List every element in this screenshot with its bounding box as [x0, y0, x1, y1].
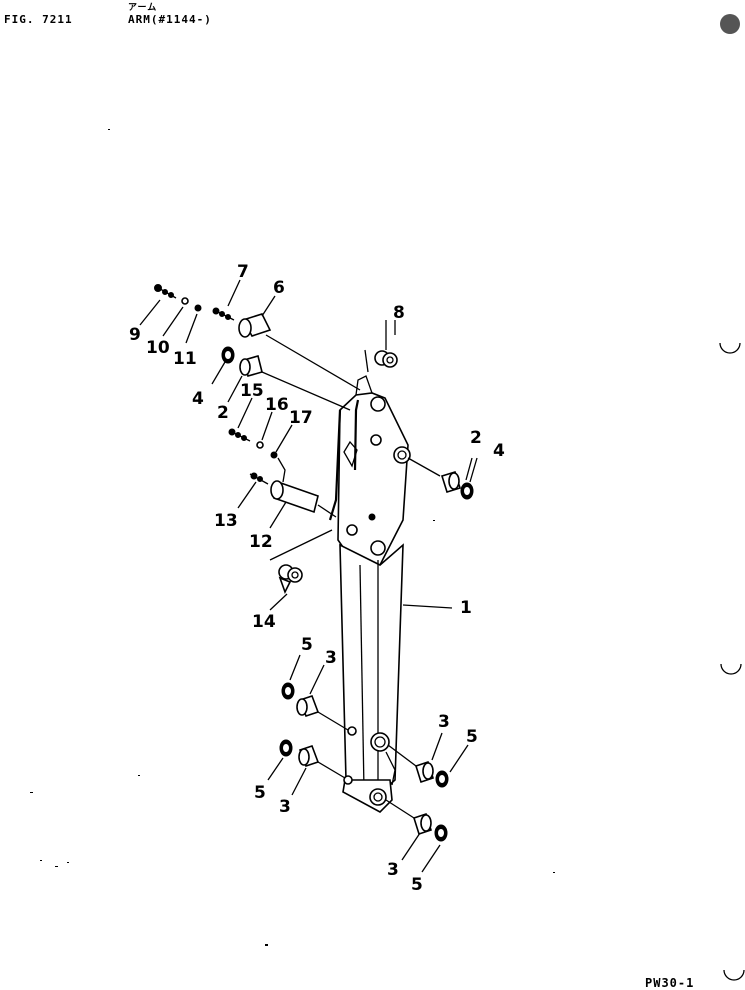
part-5-seal-right-b: [434, 824, 448, 842]
part-9-bolt: [154, 284, 177, 299]
part-6-pin: [238, 313, 272, 338]
part-2-bushing-right: [440, 471, 462, 493]
part-5-seal-left-b: [279, 739, 293, 757]
callout-5-right-a: 5: [466, 727, 478, 747]
callout-15: 15: [240, 381, 264, 401]
part-10-washer: [181, 297, 189, 305]
scan-specks: [30, 129, 555, 946]
part-5-seal-left-a: [281, 682, 295, 700]
part-4-seal-left: [221, 346, 235, 364]
callout-3-right-a: 3: [438, 712, 450, 732]
part-2-bushing-left: [239, 355, 263, 377]
figure-title: ARM(#1144-): [128, 13, 212, 26]
callout-4-right: 4: [493, 441, 505, 461]
part-4-seal-right: [460, 482, 474, 500]
callout-6: 6: [273, 278, 285, 298]
callout-17: 17: [289, 408, 313, 428]
callout-13: 13: [214, 511, 238, 531]
callout-16: 16: [265, 395, 289, 415]
part-11-ring: [194, 304, 202, 312]
callout-4-left: 4: [192, 389, 204, 409]
callout-14: 14: [252, 612, 276, 632]
part-14-lubricator: [278, 564, 303, 595]
callout-3-left-a: 3: [325, 648, 337, 668]
callout-3-right-b: 3: [387, 860, 399, 880]
leader-lines: [139, 279, 478, 873]
callout-12: 12: [249, 532, 273, 552]
callout-2-right: 2: [470, 428, 482, 448]
callout-10: 10: [146, 338, 170, 358]
japanese-title: アーム: [128, 3, 158, 13]
callout-numbers: 1 2 2 3 3 3 3 4 4 5 5 5 5 6 7 8 9 10 11 …: [129, 262, 505, 895]
part-3-bushing-left-b: [298, 744, 320, 768]
callout-11: 11: [173, 349, 197, 369]
callout-3-left-b: 3: [279, 797, 291, 817]
callout-9: 9: [129, 325, 141, 345]
callout-5-left-a: 5: [301, 635, 313, 655]
part-8-lubricator: [364, 320, 398, 373]
ink-blot-icon: [720, 14, 740, 34]
part-5-seal-right-a: [435, 770, 449, 788]
part-15-bolt: [228, 428, 251, 442]
punch-hole-icon: [720, 663, 742, 675]
part-16-washer: [256, 441, 264, 449]
figure-label: FIG. 7211: [4, 13, 73, 26]
callout-7: 7: [237, 262, 249, 282]
assembly-lines: [261, 334, 441, 819]
part-3-bushing-right-b: [413, 812, 432, 836]
punch-hole-icon: [719, 342, 741, 354]
part-3-bushing-left-a: [296, 694, 320, 718]
callout-5-right-b: 5: [411, 875, 423, 895]
footer-code: PW30-1: [645, 976, 695, 990]
part-13-bolt: [249, 472, 269, 485]
callout-8: 8: [393, 303, 405, 323]
part-7-bolt: [212, 307, 235, 321]
callout-1: 1: [460, 598, 472, 618]
part-12-pin: [270, 480, 319, 514]
punch-hole-icon: [723, 969, 745, 981]
part-3-bushing-right-a: [415, 760, 434, 784]
callout-2-left: 2: [217, 403, 229, 423]
part-17-ring: [270, 451, 278, 459]
callout-5-left-b: 5: [254, 783, 266, 803]
arm-body: [328, 375, 411, 813]
